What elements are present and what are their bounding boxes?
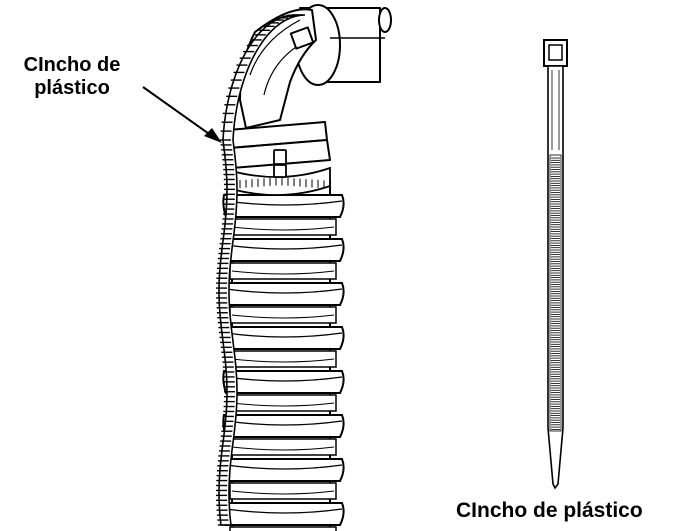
corrugated-hose: [223, 180, 343, 531]
hose-rib: [223, 239, 343, 261]
callout-line-2: plástico: [8, 77, 136, 100]
hose-rib: [223, 195, 343, 217]
hose-rib: [223, 459, 343, 481]
hose-rib: [223, 371, 343, 393]
hose-rib: [223, 415, 343, 437]
leader-arrow: [143, 87, 222, 143]
hose-rib: [223, 327, 343, 349]
elbow-pipe: [228, 5, 391, 168]
hose-rib: [223, 503, 343, 525]
cable-tie-caption: CIncho de plástico: [456, 499, 643, 523]
cable-tie-standalone: [544, 40, 567, 488]
hose-rib: [223, 283, 343, 305]
cable-tie-callout-label: CIncho de plástico: [8, 54, 136, 100]
callout-line-1: CIncho de: [8, 54, 136, 77]
